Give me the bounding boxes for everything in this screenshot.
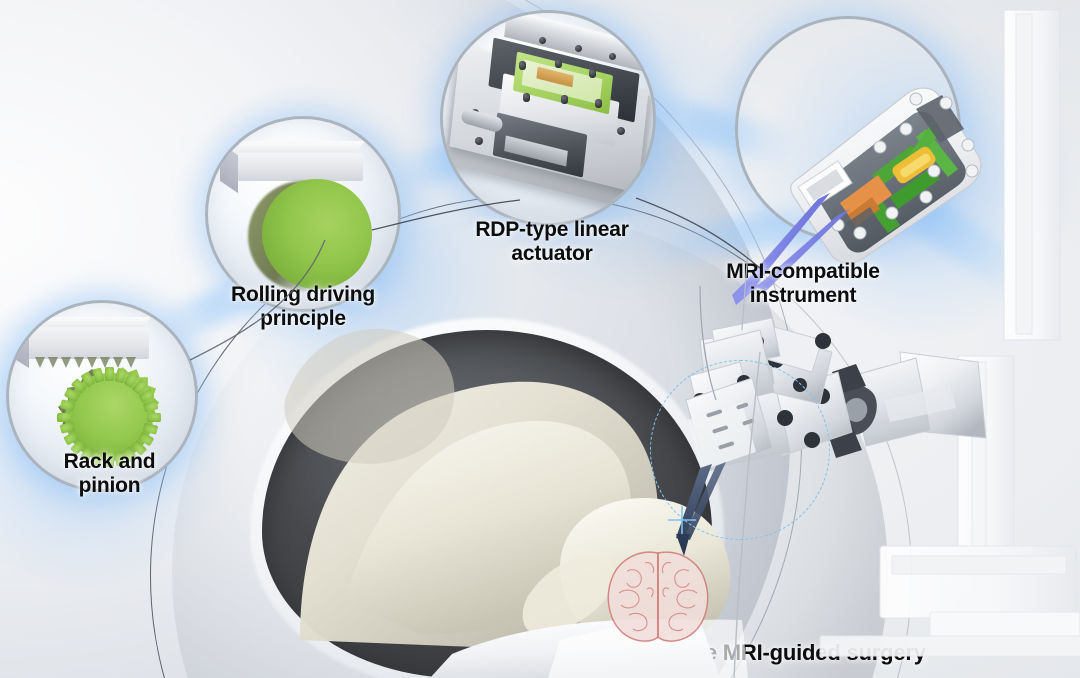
surgical-instrument-icon bbox=[732, 19, 982, 305]
label-rack-and-pinion: Rack and pinion bbox=[63, 450, 156, 497]
rolling-disc-icon bbox=[208, 119, 398, 309]
label-rdp-linear-actuator: RDP-type linear actuator bbox=[475, 218, 629, 265]
workspace-center-marker bbox=[668, 506, 696, 534]
callout-rdp-linear-actuator[interactable] bbox=[440, 10, 656, 226]
gear-rack-icon bbox=[9, 303, 195, 489]
label-mri-compatible-instrument: MRI-compatible instrument bbox=[726, 260, 880, 307]
label-rolling-driving-principle: Rolling driving principle bbox=[231, 283, 375, 330]
callout-rack-and-pinion[interactable] bbox=[6, 300, 198, 492]
callout-mri-compatible-instrument[interactable] bbox=[732, 16, 982, 305]
brain-overlay bbox=[597, 545, 719, 645]
linear-actuator-icon bbox=[443, 13, 653, 223]
